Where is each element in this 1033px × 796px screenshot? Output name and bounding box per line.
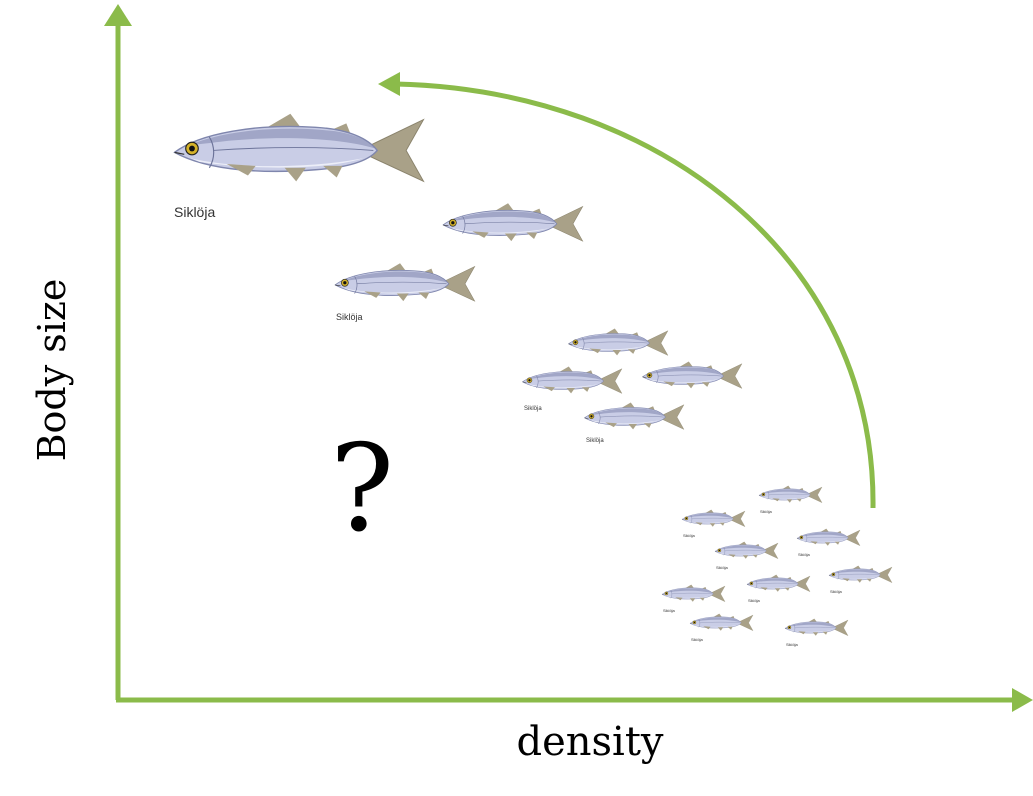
- fish-tiny-5: [829, 566, 892, 583]
- fish-small-4: [585, 402, 684, 429]
- fish-small-1: [569, 328, 668, 355]
- question-mark: ?: [330, 430, 394, 550]
- fish-label-tiny-4: Siklöja: [716, 565, 729, 570]
- fish-group-medium: Siklöja: [335, 203, 583, 322]
- y-axis-arrowhead: [104, 4, 132, 26]
- fish-small-3: [643, 361, 742, 388]
- fish-small-2: [523, 366, 622, 393]
- fish-tiny-3: [797, 529, 860, 546]
- fish-label-tiny-5: Siklöja: [830, 589, 843, 594]
- fish-label-tiny-8: Siklöja: [691, 637, 704, 642]
- fish-label-tiny-6: Siklöja: [748, 598, 761, 603]
- fish-label-tiny-2: Siklöja: [683, 533, 696, 538]
- curved-arrow-head: [378, 72, 400, 96]
- fish-tiny-2: [682, 510, 745, 527]
- fish-group-large: Siklöja: [174, 114, 424, 220]
- fish-tiny-7: [662, 585, 725, 602]
- fish-tiny-9: [785, 619, 848, 636]
- y-axis-label: Body size: [30, 279, 74, 462]
- fish-medium-2: [335, 263, 475, 301]
- fish-tiny-4: [715, 542, 778, 559]
- fish-tiny-8: [690, 614, 753, 631]
- fish-tiny-1: [759, 486, 822, 503]
- fish-large: [175, 114, 424, 182]
- fish-medium-1: [443, 203, 583, 241]
- x-axis-arrowhead: [1012, 688, 1033, 712]
- fish-group-small: Siklöja Siklöja: [523, 328, 742, 444]
- fish-label-large: Siklöja: [174, 204, 215, 220]
- fish-label-tiny-3: Siklöja: [798, 552, 811, 557]
- axes: [104, 4, 1033, 712]
- fish-label-tiny-1: Siklöja: [760, 509, 773, 514]
- fish-tiny-6: [747, 575, 810, 592]
- fish-label-small-2: Siklöja: [586, 438, 604, 444]
- fish-group-tiny: Siklöja Siklöja Siklöja Siklöja Siklöja …: [662, 486, 892, 647]
- fish-label-tiny-9: Siklöja: [786, 642, 799, 647]
- fish-label-medium: Siklöja: [336, 312, 363, 322]
- fish-label-tiny-7: Siklöja: [663, 608, 676, 613]
- x-axis-label: density: [516, 719, 663, 765]
- fish-label-small-1: Siklöja: [524, 406, 542, 412]
